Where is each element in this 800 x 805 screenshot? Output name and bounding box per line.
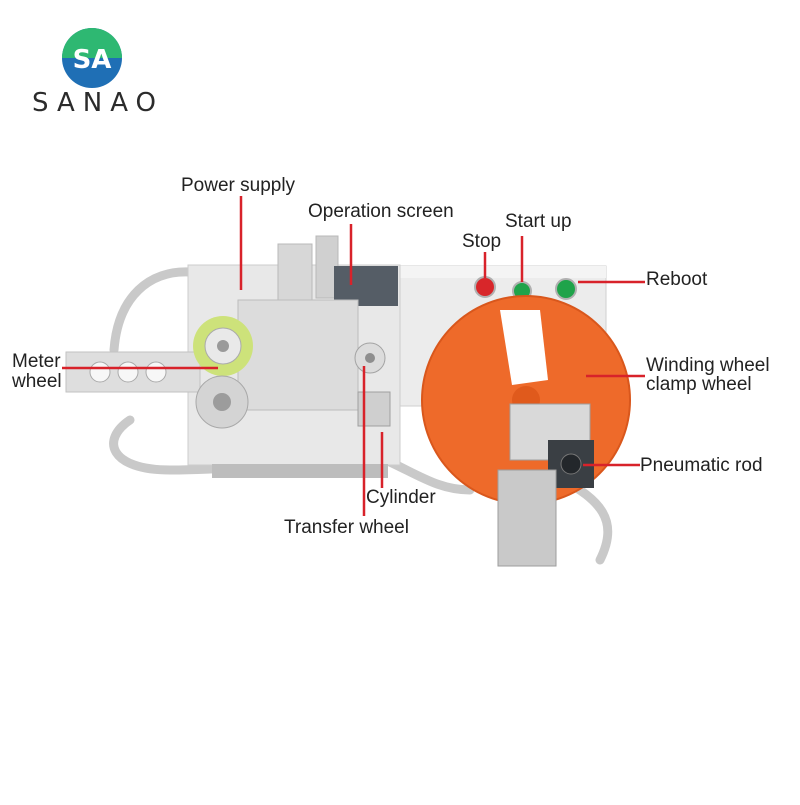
brand-name: SANAO [32,88,165,118]
label-wheel: wheel [12,371,62,392]
label-meter: Meter [12,351,61,372]
lower-wheel [195,375,249,429]
label-reboot: Reboot [646,269,708,290]
label-start-up: Start up [505,211,572,232]
stop-button [474,276,496,298]
transfer-wheel [354,342,386,374]
meter-wheel [193,316,253,376]
label-power-supply: Power supply [181,175,296,196]
logo-mark: SA [62,28,122,88]
meter-wheel-arm [65,351,201,393]
label-stop: Stop [462,231,502,252]
main-frame [187,235,401,478]
label-clamp-wheel: clamp wheel [646,374,752,395]
label-winding-wheel: Winding wheel [646,355,770,376]
reboot-button [555,278,577,300]
leader-lines [62,196,645,516]
label-operation-screen: Operation screen [308,201,454,222]
label-transfer-wheel: Transfer wheel [284,517,409,538]
label-cylinder: Cylinder [366,487,436,508]
label-pneumatic-rod: Pneumatic rod [640,455,763,476]
svg-text:SA: SA [73,45,112,75]
pneumatic-assembly [497,403,594,567]
